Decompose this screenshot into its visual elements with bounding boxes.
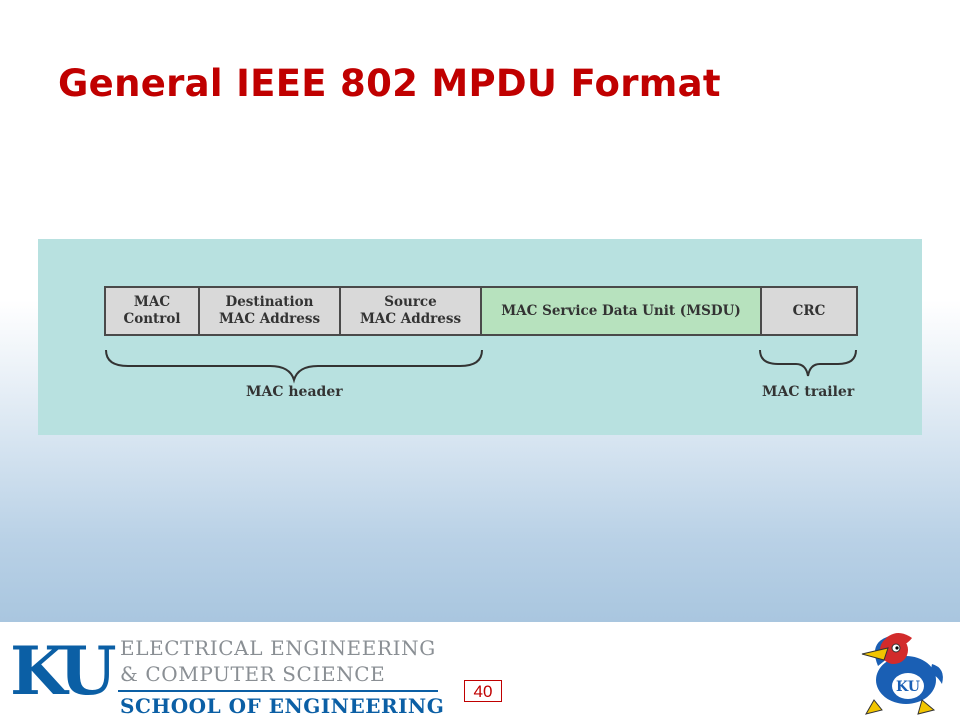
jayhawk-mascot-icon: KU [861, 633, 943, 715]
department-line-1: ELECTRICAL ENGINEERING [120, 636, 436, 660]
department-line-2: & COMPUTER SCIENCE [120, 662, 386, 686]
school-name: SCHOOL OF ENGINEERING [120, 694, 445, 718]
mac-header-label: MAC header [246, 384, 343, 400]
diagram-panel [38, 239, 922, 435]
svg-text:KU: KU [896, 679, 920, 695]
ku-logo: KU [10, 632, 117, 710]
field-mac-control: MAC Control [106, 288, 200, 334]
footer-divider [118, 690, 438, 692]
mpdu-frame: MAC Control Destination MAC Address Sour… [104, 286, 858, 336]
field-source-address: Source MAC Address [341, 288, 482, 334]
page-number: 40 [464, 680, 502, 702]
mac-trailer-label: MAC trailer [762, 384, 855, 400]
footer [0, 622, 960, 720]
field-destination-address: Destination MAC Address [200, 288, 341, 334]
slide-title: General IEEE 802 MPDU Format [58, 62, 721, 105]
field-crc: CRC [792, 302, 826, 319]
field-msdu: MAC Service Data Unit (MSDU) [482, 288, 762, 334]
